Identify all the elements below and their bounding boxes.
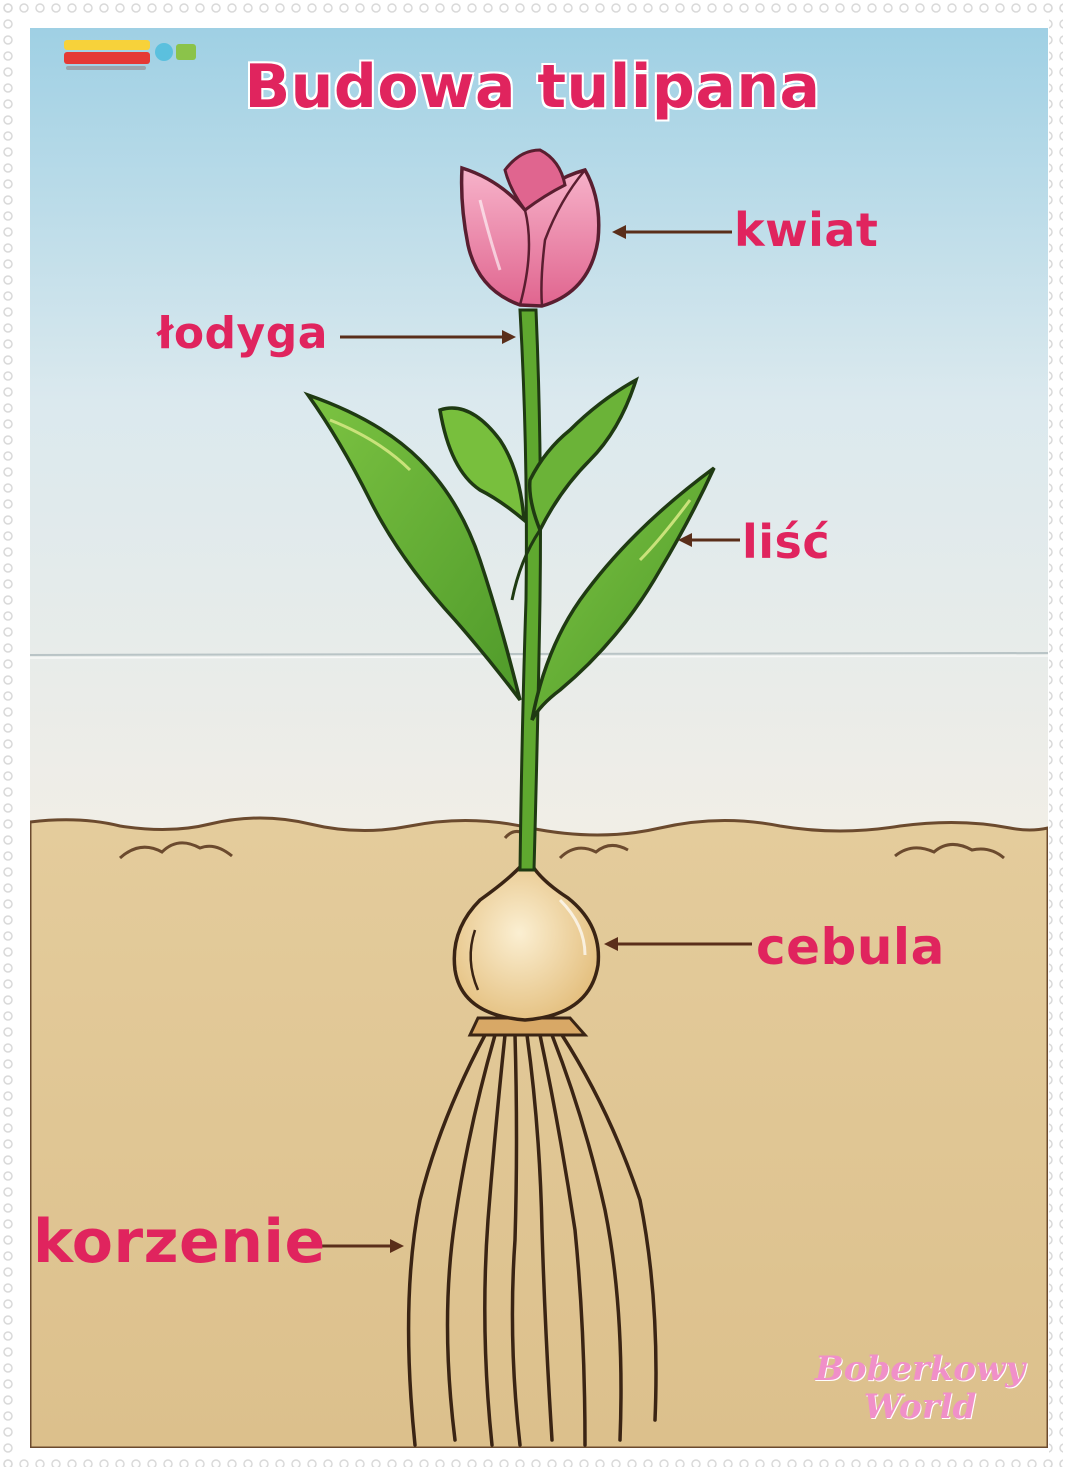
poster-title: Budowa tulipana: [0, 52, 1065, 122]
label-flower: kwiat: [734, 203, 878, 257]
watermark-line2: World: [800, 1388, 1040, 1426]
label-roots: korzenie: [33, 1207, 326, 1277]
watermark: Boberkowy World: [800, 1350, 1040, 1426]
label-stem: łodyga: [157, 308, 328, 359]
label-bulb: cebula: [756, 918, 945, 976]
label-leaf: liść: [742, 515, 830, 569]
watermark-line1: Boberkowy: [800, 1350, 1040, 1388]
